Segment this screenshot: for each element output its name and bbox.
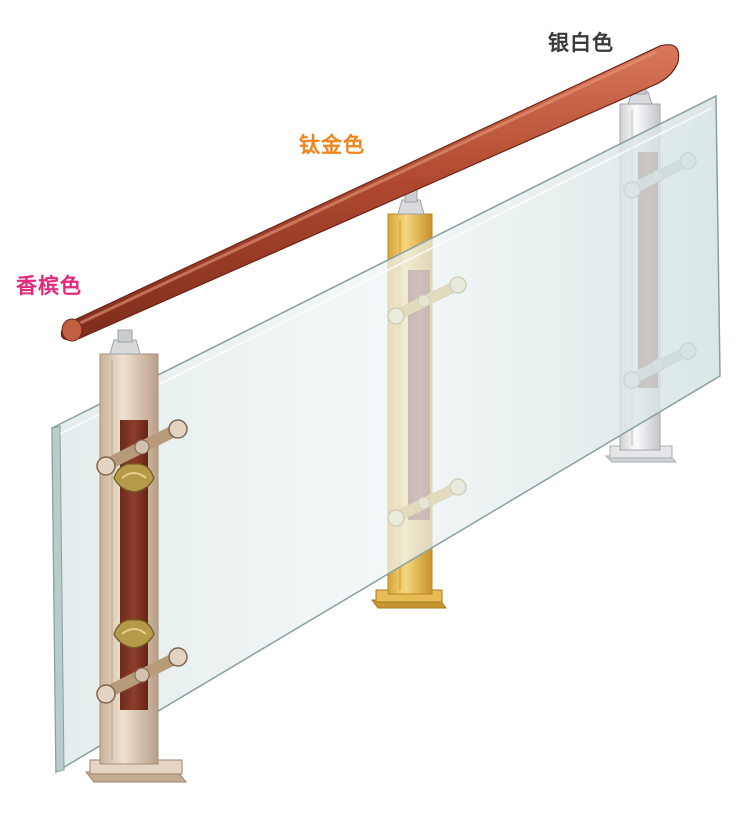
glass-panel (51, 94, 721, 774)
champagne-post (84, 329, 188, 783)
champagne-post-upper-clamp (96, 419, 188, 476)
champagne-post-saddle (109, 339, 141, 355)
ornament-upper (113, 463, 155, 493)
handrail-body (60, 44, 680, 341)
gold-post-saddle (397, 199, 425, 215)
label-silver-white: 银白色 (548, 31, 614, 55)
champagne-post-lower-clamp (96, 647, 188, 704)
handrail-end-cap (61, 318, 83, 342)
glass-panel-edge (51, 425, 65, 773)
ornament-lower (113, 619, 155, 649)
label-champagne: 香槟色 (16, 274, 82, 298)
label-titanium-gold: 钛金色 (299, 133, 365, 157)
wooden-handrail (60, 44, 680, 342)
